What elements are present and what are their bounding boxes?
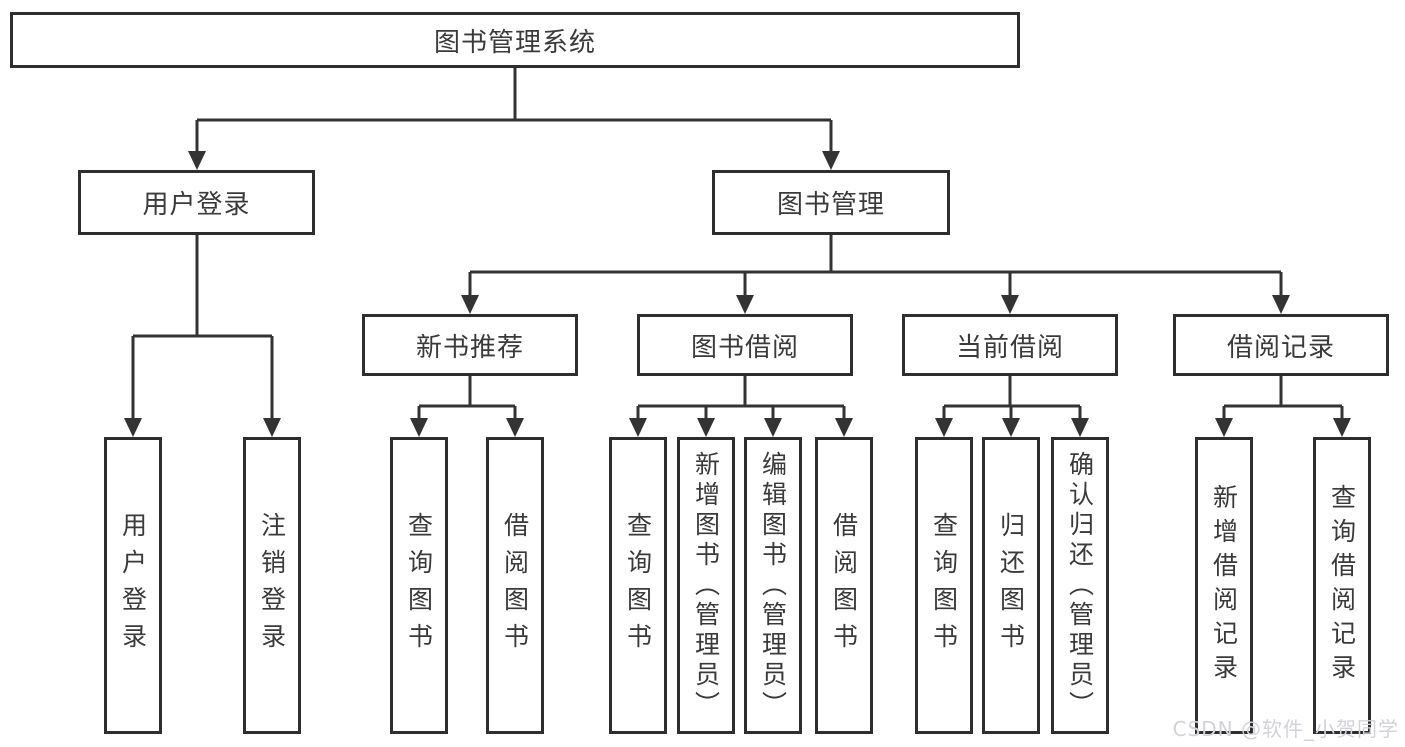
- node-current-borrowing: 当前借阅: [902, 314, 1118, 376]
- node-label: 新增图书（管理员）: [691, 450, 721, 721]
- node-label: 图书借阅: [690, 332, 799, 363]
- node-book-management: 图书管理: [712, 170, 950, 235]
- node-label: 当前借阅: [955, 332, 1064, 363]
- node-label: 确认归还（管理员）: [1065, 450, 1095, 721]
- node-book-borrowing: 图书借阅: [637, 314, 853, 376]
- node-new-book-recommendation: 新书推荐: [362, 314, 578, 376]
- node-label: 用户登录: [142, 190, 251, 220]
- csdn-watermark: CSDN @软件_小贺同学: [1172, 717, 1399, 741]
- leaf-add-borrow-record: 新增借阅记录: [1195, 437, 1253, 734]
- leaf-borrow-books-recommend: 借阅图书: [486, 437, 544, 734]
- leaf-confirm-return-admin: 确认归还（管理员）: [1051, 437, 1109, 734]
- leaf-logout: 注销登录: [243, 437, 301, 734]
- leaf-return-book: 归还图书: [982, 437, 1040, 734]
- node-label: 查询图书: [623, 511, 653, 660]
- node-label: 借阅图书: [829, 511, 859, 660]
- node-label: 新书推荐: [415, 332, 524, 363]
- node-label: 借阅图书: [500, 511, 530, 660]
- leaf-add-book-admin: 新增图书（管理员）: [677, 437, 735, 734]
- node-label: 用户登录: [118, 511, 148, 660]
- node-label: 归还图书: [996, 511, 1026, 660]
- leaf-user-login: 用户登录: [104, 437, 162, 734]
- leaf-query-borrow-record: 查询借阅记录: [1313, 437, 1371, 734]
- node-label: 新增借阅记录: [1209, 483, 1239, 688]
- node-label: 查询图书: [404, 511, 434, 660]
- leaf-query-books-current: 查询图书: [915, 437, 973, 734]
- node-label: 查询图书: [929, 511, 959, 660]
- node-label: 借阅记录: [1226, 332, 1335, 363]
- node-label: 注销登录: [257, 511, 287, 660]
- leaf-edit-book-admin: 编辑图书（管理员）: [744, 437, 802, 734]
- node-label: 图书管理系统: [433, 27, 596, 58]
- leaf-query-books-recommend: 查询图书: [390, 437, 448, 734]
- node-borrowing-records: 借阅记录: [1173, 314, 1389, 376]
- node-label: 查询借阅记录: [1327, 483, 1357, 688]
- leaf-query-books-borrowing: 查询图书: [609, 437, 667, 734]
- node-label: 编辑图书（管理员）: [758, 450, 788, 721]
- node-user-login: 用户登录: [78, 170, 315, 235]
- leaf-borrow-books-borrowing: 借阅图书: [815, 437, 873, 734]
- node-library-management-system: 图书管理系统: [10, 12, 1020, 68]
- node-label: 图书管理: [776, 190, 885, 220]
